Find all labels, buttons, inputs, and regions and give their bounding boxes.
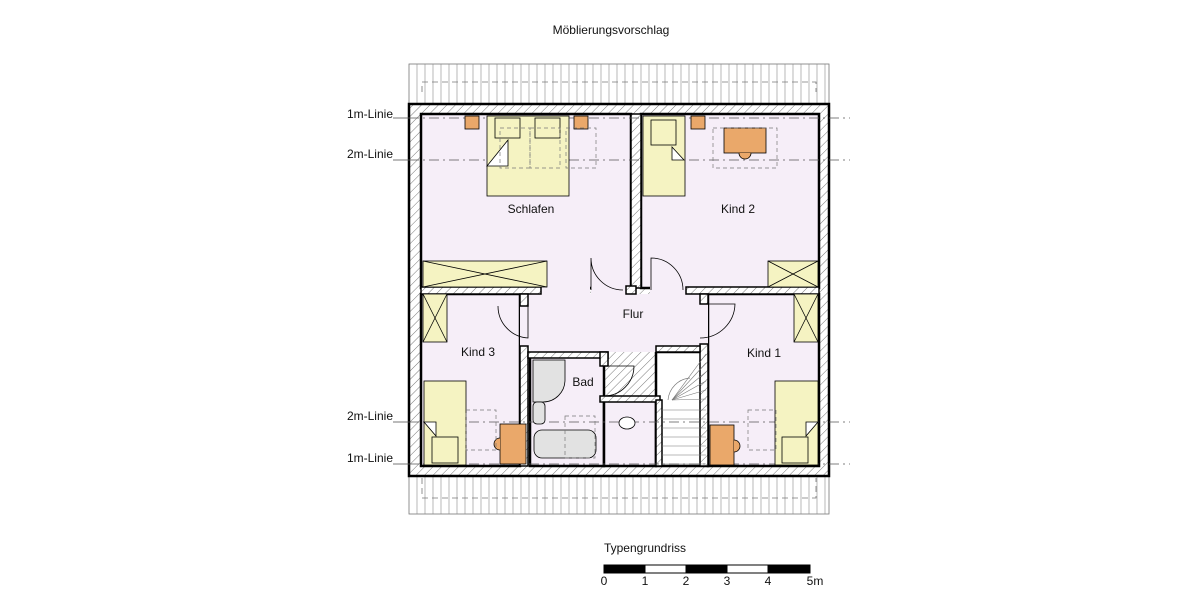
- room-label-schlafen: Schlafen: [508, 202, 555, 216]
- roof-eave-bottom: [408, 475, 830, 515]
- plan-title: Möblierungsvorschlag: [553, 23, 670, 37]
- furniture-kind3: [422, 293, 527, 466]
- scale-tick-4: 4: [765, 574, 772, 588]
- furniture-kind2: [642, 115, 819, 288]
- label-1m-bottom: 1m-Linie: [347, 451, 393, 465]
- label-1m-top: 1m-Linie: [347, 107, 393, 121]
- scale-tick-3: 3: [724, 574, 731, 588]
- room-label-kind3: Kind 3: [461, 345, 495, 359]
- scale-tick-0: 0: [601, 574, 608, 588]
- furniture-schlafen: [422, 115, 589, 288]
- room-bad-ext: [602, 398, 658, 468]
- scale-tick-5: 5m: [807, 574, 824, 588]
- furniture-kind1: [709, 293, 819, 466]
- partition-wall: [630, 113, 642, 289]
- room-label-kind2: Kind 2: [721, 202, 755, 216]
- scale-bar: [603, 564, 811, 574]
- scale-tick-2: 2: [683, 574, 690, 588]
- label-2m-bottom: 2m-Linie: [347, 409, 393, 423]
- room-label-bad: Bad: [572, 375, 593, 389]
- room-label-kind1: Kind 1: [747, 346, 781, 360]
- plan-subtitle: Typengrundriss: [604, 541, 686, 555]
- room-flur: [520, 294, 708, 354]
- doors: [497, 257, 736, 397]
- stair-treads: [662, 353, 707, 465]
- room-label-flur: Flur: [623, 307, 644, 321]
- scale-tick-1: 1: [642, 574, 649, 588]
- label-2m-top: 2m-Linie: [347, 147, 393, 161]
- roof-eave-top: [408, 63, 830, 105]
